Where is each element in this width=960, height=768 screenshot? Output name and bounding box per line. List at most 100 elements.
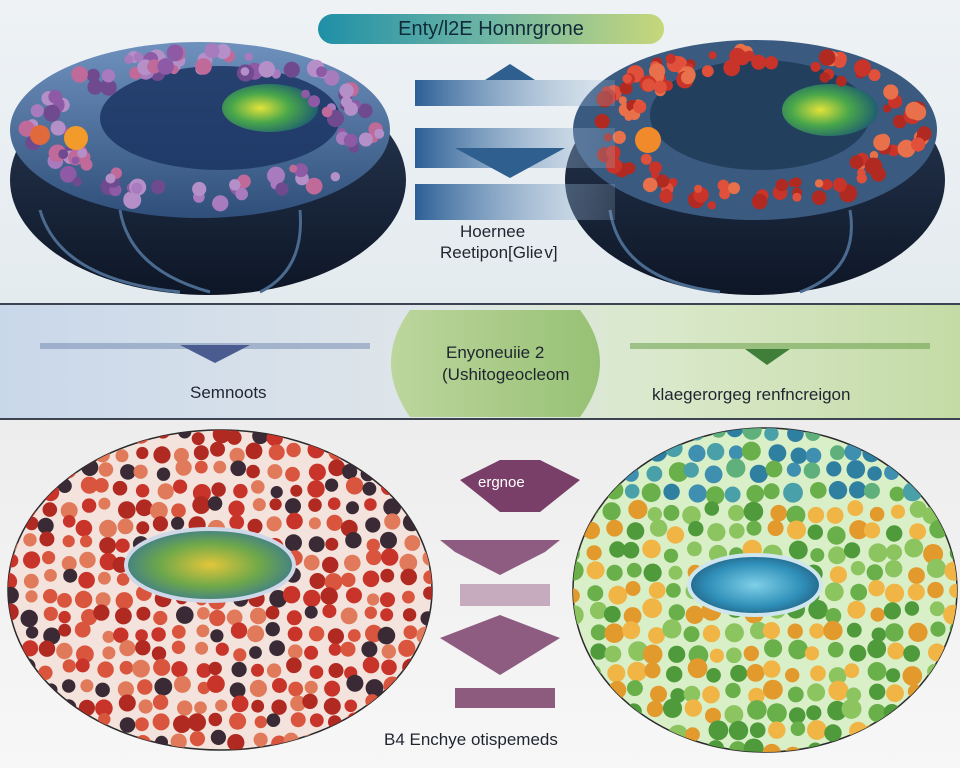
granule xyxy=(316,66,327,78)
granule xyxy=(401,714,417,729)
granule xyxy=(364,498,377,511)
granule xyxy=(43,449,57,463)
granule xyxy=(147,59,162,74)
granule xyxy=(152,516,168,532)
granule xyxy=(828,481,848,500)
granule xyxy=(923,727,939,742)
granule xyxy=(402,698,417,712)
granule xyxy=(367,593,380,606)
granule xyxy=(419,700,432,714)
granule xyxy=(787,428,804,442)
granule xyxy=(384,464,401,481)
granule xyxy=(153,610,168,626)
granule xyxy=(590,747,607,752)
granule xyxy=(711,428,726,438)
granule xyxy=(662,698,683,718)
granule xyxy=(707,523,726,542)
granule xyxy=(943,521,957,537)
granule xyxy=(286,442,301,458)
granule xyxy=(293,163,308,178)
granule xyxy=(43,627,61,645)
granule xyxy=(628,499,648,520)
granule xyxy=(173,715,191,733)
granule xyxy=(922,485,940,503)
granule xyxy=(742,428,762,440)
granule xyxy=(380,568,395,583)
granule xyxy=(948,465,957,485)
granule xyxy=(74,590,93,609)
granule xyxy=(229,712,247,730)
granule xyxy=(683,685,701,703)
granule xyxy=(8,645,17,659)
granule xyxy=(156,467,171,481)
granule xyxy=(573,665,581,681)
granule xyxy=(271,754,289,768)
granule xyxy=(266,430,283,447)
granule xyxy=(832,177,847,192)
granule xyxy=(903,645,920,662)
granule xyxy=(583,501,599,517)
granule xyxy=(701,65,714,78)
granule xyxy=(608,681,627,699)
granule xyxy=(228,500,245,517)
granule xyxy=(254,715,267,729)
granule xyxy=(647,507,662,522)
granule xyxy=(304,645,319,660)
granule xyxy=(8,697,17,713)
granule xyxy=(305,177,323,195)
granule xyxy=(748,687,765,705)
granule xyxy=(573,444,586,460)
granule xyxy=(788,707,806,724)
granule xyxy=(252,430,269,445)
granule xyxy=(233,648,247,662)
granule xyxy=(229,447,245,463)
granule xyxy=(866,428,881,439)
granule xyxy=(38,640,56,657)
granule xyxy=(188,713,206,732)
granule xyxy=(94,478,109,493)
granule xyxy=(709,648,725,663)
granule xyxy=(846,460,866,479)
granule xyxy=(744,50,755,62)
granule xyxy=(702,685,720,704)
granule xyxy=(751,54,767,70)
down-arrow-icon xyxy=(745,349,790,365)
granule xyxy=(133,52,144,62)
granule xyxy=(398,639,416,657)
granule xyxy=(380,697,395,712)
granule xyxy=(343,133,358,148)
granule xyxy=(665,439,683,458)
granule xyxy=(358,132,373,147)
granule xyxy=(117,681,134,698)
granule xyxy=(850,583,868,601)
granule xyxy=(253,732,268,747)
granule xyxy=(8,586,19,604)
granule xyxy=(98,497,111,510)
nucleus-icon xyxy=(687,553,823,617)
granule xyxy=(717,179,730,192)
granule xyxy=(285,498,301,515)
granule xyxy=(825,608,842,624)
granule xyxy=(58,149,69,160)
granule xyxy=(807,720,827,740)
granule xyxy=(323,733,337,747)
granule xyxy=(947,721,957,741)
granule xyxy=(340,641,356,657)
granule xyxy=(906,743,924,752)
granule xyxy=(869,506,885,522)
granule xyxy=(705,707,721,724)
granule xyxy=(100,737,115,750)
granule xyxy=(685,605,704,624)
right-cell-top xyxy=(565,40,945,295)
granule xyxy=(266,713,281,727)
granule xyxy=(666,526,685,544)
granule xyxy=(573,508,581,523)
granule xyxy=(882,440,901,459)
granule xyxy=(587,585,604,602)
granule xyxy=(115,607,132,625)
granule xyxy=(37,430,54,447)
granule xyxy=(362,712,378,728)
granule xyxy=(908,622,928,642)
granule xyxy=(803,462,821,479)
granule xyxy=(57,440,75,459)
